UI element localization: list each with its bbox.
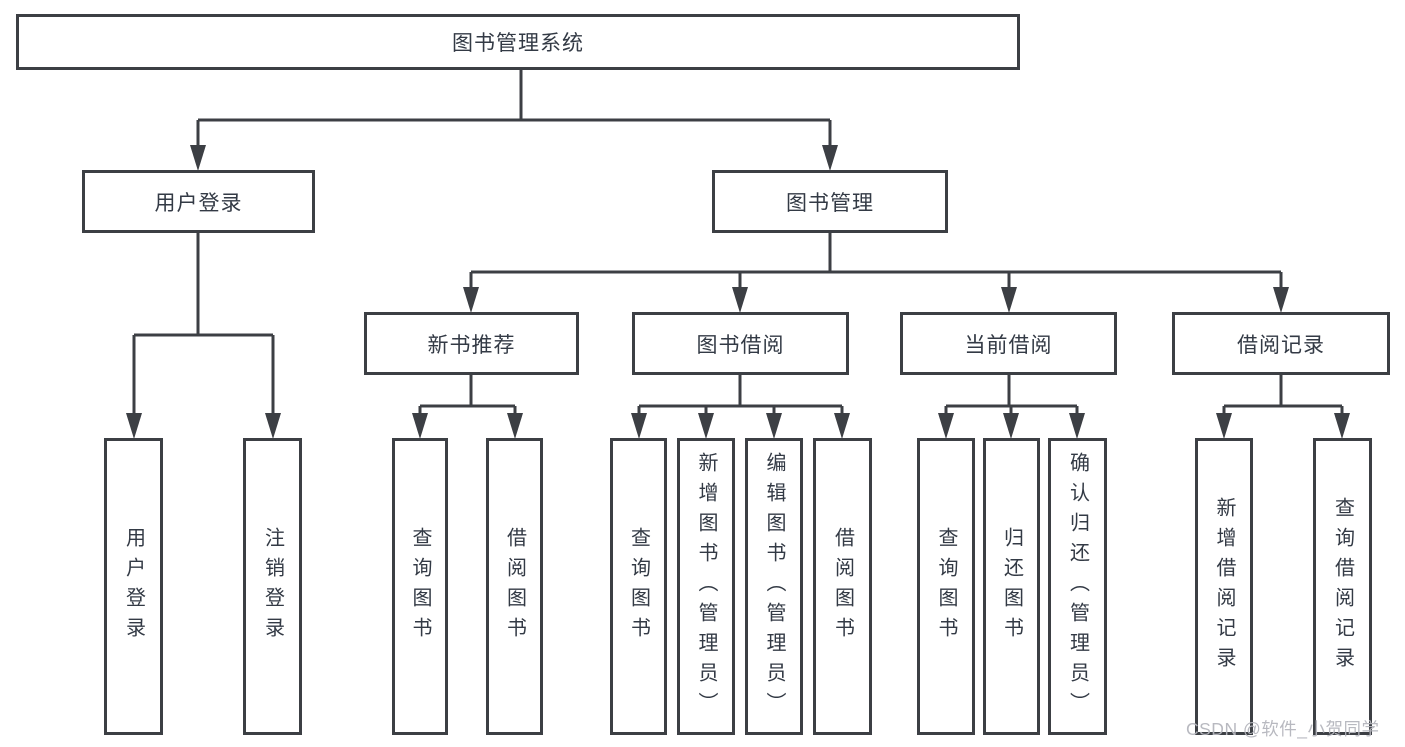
edge-current-to-children — [944, 375, 1079, 415]
edge-userlogin-to-children — [132, 233, 275, 414]
leaf-add-books-admin: 新增图书（管理员） — [677, 438, 735, 735]
arrowhead-icon — [834, 413, 850, 439]
leaf-query-books-1: 查询图书 — [392, 438, 448, 735]
leaf-edit-books-admin: 编辑图书（管理员） — [745, 438, 803, 735]
node-label: 用户登录 — [122, 526, 145, 647]
node-label: 查询图书 — [935, 526, 957, 647]
edge-borrow-to-children — [637, 375, 844, 415]
arrowhead-icon — [698, 413, 714, 439]
node-label: 图书管理系统 — [452, 32, 584, 55]
leaf-borrow-books-1: 借阅图书 — [486, 438, 543, 735]
edge-newbook-to-children — [418, 375, 517, 415]
node-label: 用户登录 — [154, 191, 243, 215]
arrowhead-icon — [265, 413, 281, 439]
arrowheads — [126, 145, 1350, 439]
arrowhead-icon — [1273, 287, 1289, 313]
arrowhead-icon — [766, 413, 782, 439]
arrowhead-icon — [463, 287, 479, 313]
arrowhead-icon — [732, 287, 748, 313]
node-label: 注销登录 — [261, 526, 284, 647]
edge-records-to-children — [1222, 375, 1344, 415]
leaf-logout: 注销登录 — [243, 438, 302, 735]
arrowhead-icon — [126, 413, 142, 439]
node-book-borrowing: 图书借阅 — [632, 312, 849, 375]
arrowhead-icon — [1216, 413, 1232, 439]
connector-lines — [132, 70, 1344, 415]
node-label: 借阅图书 — [831, 526, 854, 647]
arrowhead-icon — [1069, 413, 1085, 439]
arrowhead-icon — [631, 413, 647, 439]
arrowhead-icon — [1334, 413, 1350, 439]
arrowhead-icon — [1001, 287, 1017, 313]
node-label: 新书推荐 — [427, 333, 516, 357]
node-label: 借阅记录 — [1237, 333, 1325, 357]
arrowhead-icon — [507, 413, 523, 439]
node-label: 借阅图书 — [503, 526, 526, 647]
leaf-add-borrow-record: 新增借阅记录 — [1195, 438, 1253, 735]
node-label: 查询图书 — [409, 526, 431, 647]
arrowhead-icon — [822, 145, 838, 171]
node-book-management: 图书管理 — [712, 170, 948, 233]
node-label: 新增借阅记录 — [1213, 496, 1235, 677]
node-label: 新增图书（管理员） — [695, 451, 717, 722]
arrowhead-icon — [412, 413, 428, 439]
arrowhead-icon — [1003, 413, 1019, 439]
node-label: 归还图书 — [1000, 526, 1023, 647]
arrowhead-icon — [938, 413, 954, 439]
node-user-login: 用户登录 — [82, 170, 315, 233]
node-current-borrowing: 当前借阅 — [900, 312, 1117, 375]
edge-root-to-level2 — [196, 70, 832, 147]
leaf-query-books-3: 查询图书 — [917, 438, 975, 735]
node-label: 图书借阅 — [696, 333, 785, 357]
node-label: 编辑图书（管理员） — [763, 451, 785, 722]
leaf-borrow-books-2: 借阅图书 — [813, 438, 872, 735]
edge-bookmgmt-to-level3 — [469, 233, 1283, 290]
node-borrowing-records: 借阅记录 — [1172, 312, 1390, 375]
node-new-book-recommend: 新书推荐 — [364, 312, 579, 375]
node-label: 当前借阅 — [964, 333, 1053, 357]
node-label: 确认归还（管理员） — [1066, 451, 1089, 722]
leaf-confirm-return-admin: 确认归还（管理员） — [1048, 438, 1107, 735]
leaf-query-books-2: 查询图书 — [610, 438, 667, 735]
leaf-return-books: 归还图书 — [983, 438, 1040, 735]
leaf-query-borrow-record: 查询借阅记录 — [1313, 438, 1372, 735]
node-label: 查询图书 — [627, 526, 650, 647]
node-library-system: 图书管理系统 — [16, 14, 1020, 70]
node-label: 查询借阅记录 — [1331, 496, 1354, 677]
leaf-user-login: 用户登录 — [104, 438, 163, 735]
csdn-watermark: CSDN @软件_小贺同学 — [1186, 719, 1380, 739]
node-label: 图书管理 — [786, 191, 874, 215]
arrowhead-icon — [190, 145, 206, 171]
